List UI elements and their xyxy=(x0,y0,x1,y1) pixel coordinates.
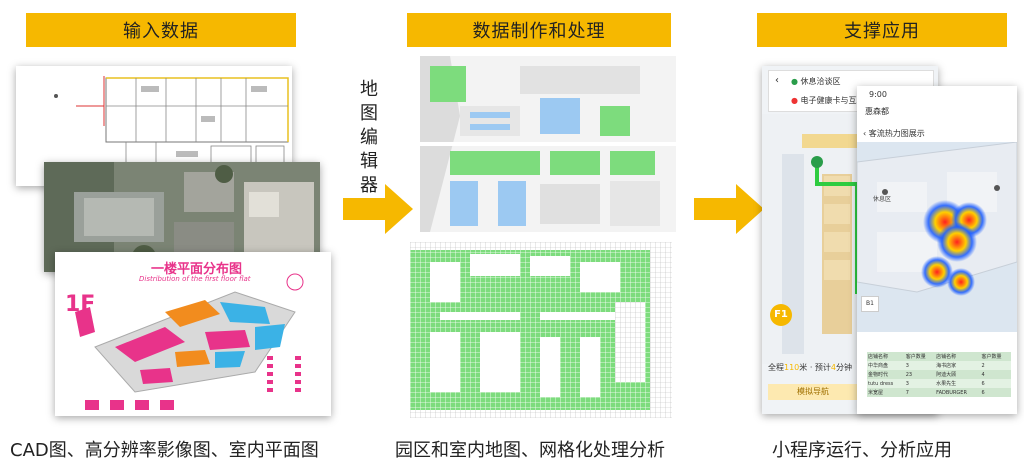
campus-map-drawing xyxy=(420,56,676,232)
stage-3-caption: 小程序运行、分析应用 xyxy=(772,440,952,461)
table-header-row: 店铺名称客户数量 店铺名称客户数量 xyxy=(867,352,1011,361)
stage-2-banner: 数据制作和处理 xyxy=(407,13,671,47)
campus-map xyxy=(420,56,676,232)
arrow-2-icon xyxy=(694,184,764,234)
poi-label: 休息区 xyxy=(873,196,892,203)
stage-3-banner: 支撑应用 xyxy=(757,13,1007,47)
stage-2-caption: 园区和室内地图、网格化处理分析 xyxy=(395,440,665,461)
stage-1-banner: 输入数据 xyxy=(26,13,296,47)
heatmap-app: 9:00 惠森都 ‹ 客流热力图展示 休息区 B1 店铺名称客户数量 店铺名 xyxy=(857,86,1017,414)
grid-map xyxy=(410,242,672,418)
back-icon[interactable]: ‹ xyxy=(775,75,779,86)
search-item-1[interactable]: ● 休息洽谈区 xyxy=(791,77,841,86)
app-header: 惠森都 xyxy=(865,107,889,116)
arrow-1-icon xyxy=(343,184,413,234)
search-item-2[interactable]: ● 电子健康卡与互联 xyxy=(791,96,865,105)
route-info: 全程110米 · 预计4分钟 xyxy=(768,363,853,372)
grid-map-drawing xyxy=(410,242,672,418)
status-time: 9:00 xyxy=(869,90,887,99)
stage-1-caption: CAD图、高分辨率影像图、室内平面图 xyxy=(10,440,319,461)
side-floor-button[interactable]: B1 xyxy=(861,296,879,312)
sub-header[interactable]: ‹ 客流热力图展示 xyxy=(863,129,925,138)
floorplan-subtitle: Distribution of the first floor flat xyxy=(139,275,251,283)
floorplan-title: 一楼平面分布图 xyxy=(151,262,243,277)
simulate-nav-button[interactable]: 模拟导航 xyxy=(768,384,858,400)
heatmap-drawing xyxy=(857,142,1017,332)
back-arrow-icon[interactable]: ‹ xyxy=(863,129,869,138)
map-editor-label: 地图编辑器 xyxy=(360,79,378,196)
floor-button-f1[interactable]: F1 xyxy=(770,304,792,326)
indoor-floor-plan: 一楼平面分布图 Distribution of the first floor … xyxy=(55,252,331,416)
floorplan-drawing xyxy=(75,273,304,410)
